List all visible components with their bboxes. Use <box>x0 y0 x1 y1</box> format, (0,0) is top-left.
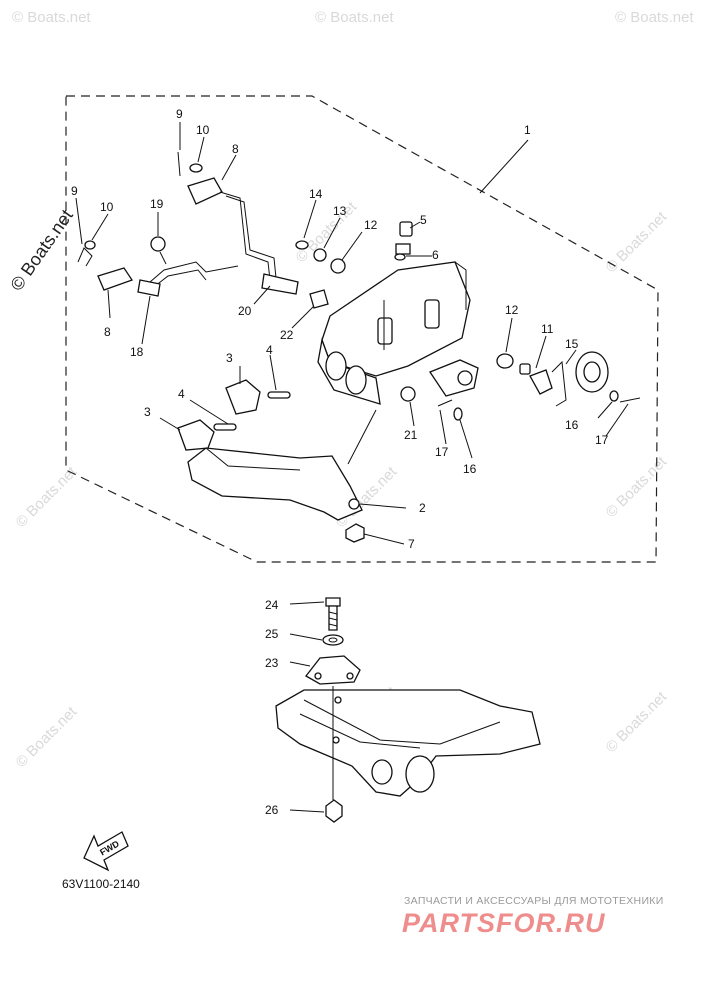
leader-line <box>479 139 529 194</box>
part-number: 12 <box>505 303 519 317</box>
part-number: 4 <box>266 343 273 357</box>
faded-watermark: © Boats.net <box>13 703 81 771</box>
part-number: 8 <box>232 142 239 156</box>
faded-watermark: © Boats.net <box>315 9 394 26</box>
faded-watermark: © Boats.net <box>615 9 694 26</box>
footer-brand-logo: PARTSFOR.RU <box>402 908 606 938</box>
housing-block <box>317 261 471 405</box>
part-number: 15 <box>565 337 579 351</box>
part-number: 16 <box>463 462 477 476</box>
diagram-code: 63V1100-2140 <box>62 877 140 891</box>
leader-lines <box>75 122 629 813</box>
part-number: 11 <box>541 322 554 336</box>
part-number: 25 <box>265 627 279 641</box>
faded-watermark: © Boats.net <box>293 198 361 266</box>
part-number: 4 <box>178 387 185 401</box>
part-number: 1 <box>524 123 531 137</box>
part-number: 12 <box>364 218 378 232</box>
lower-assembly <box>275 597 541 823</box>
part-number: 9 <box>71 184 78 198</box>
part-number: 2 <box>419 501 426 515</box>
faded-watermark: © Boats.net <box>603 453 671 521</box>
assembly-outline <box>65 95 659 563</box>
part-number: 10 <box>196 123 210 137</box>
faded-watermark: © Boats.net <box>603 208 671 276</box>
faded-watermark: © Boats.net <box>12 9 91 26</box>
part-number-labels: 1 2 3 3 4 4 5 6 7 8 8 9 9 10 10 11 12 12… <box>71 107 609 817</box>
part-number: 24 <box>265 598 279 612</box>
part-number: 21 <box>404 428 418 442</box>
part-number: 7 <box>408 537 415 551</box>
part-number: 14 <box>309 187 323 201</box>
part-number: 17 <box>595 433 609 447</box>
part-number: 19 <box>150 197 164 211</box>
part-number: 26 <box>265 803 279 817</box>
faded-watermark: © Boats.net <box>603 688 671 756</box>
part-number: 3 <box>144 405 151 419</box>
left-linkage <box>77 151 346 451</box>
part-number: 16 <box>565 418 579 432</box>
fwd-arrow: FWD <box>83 831 129 872</box>
part-number: 22 <box>280 328 294 342</box>
right-linkage <box>394 221 641 421</box>
part-number: 8 <box>104 325 111 339</box>
part-number: 6 <box>432 248 439 262</box>
faded-watermark: © Boats.net <box>13 463 81 531</box>
footer-tagline: ЗАПЧАСТИ И АКСЕССУАРЫ ДЛЯ МОТОТЕХНИКИ <box>404 895 664 907</box>
part-number: 5 <box>420 213 427 227</box>
part-number: 9 <box>176 107 183 121</box>
part-number: 13 <box>333 204 347 218</box>
part-number: 23 <box>265 656 279 670</box>
part-number: 17 <box>435 445 449 459</box>
part-number: 10 <box>100 200 114 214</box>
part-number: 18 <box>130 345 144 359</box>
part-number: 20 <box>238 304 252 318</box>
bracket-2 <box>187 447 365 543</box>
part-number: 3 <box>226 351 233 365</box>
